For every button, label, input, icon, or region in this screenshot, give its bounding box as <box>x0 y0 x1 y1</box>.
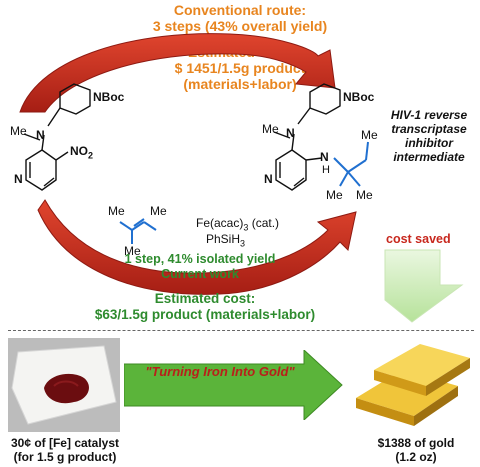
product-ring-n: N <box>264 172 273 186</box>
cost-saved-label: cost saved <box>386 232 451 246</box>
conventional-route-title: Conventional route: <box>173 2 307 18</box>
alkene-me-bottom: Me <box>124 244 141 258</box>
conventional-cost-note: (materials+labor) <box>183 76 297 92</box>
tert-amyl-group <box>333 141 369 187</box>
product-me-left: Me <box>326 188 343 202</box>
product-structure <box>273 83 341 191</box>
current-work-label: Current work <box>161 267 239 281</box>
target-line-1: HIV-1 reverse <box>390 108 468 122</box>
conventional-cost-value: $ 1451/1.5g product <box>174 60 306 76</box>
catalyst-caption-line-1: 30¢ of [Fe] catalyst <box>10 436 120 450</box>
target-description: HIV-1 reverse transcriptase inhibitor in… <box>382 108 476 164</box>
product-nh-h: H <box>322 164 330 176</box>
gold-bars <box>356 344 470 426</box>
section-divider <box>8 330 474 331</box>
reactant-structure <box>23 83 91 191</box>
gold-caption: $1388 of gold (1.2 oz) <box>356 436 476 464</box>
catalyst-label: Fe(acac)3 (cat.) <box>196 216 279 232</box>
target-line-4: intermediate <box>393 150 465 164</box>
silane-subscript: 3 <box>240 238 246 249</box>
conventional-steps: 3 steps (43% overall yield) <box>152 18 328 34</box>
current-yield: 1 step, 41% isolated yield <box>124 252 276 266</box>
slogan-arrow <box>124 350 343 420</box>
nitro-subscript: 2 <box>88 150 94 161</box>
reactant-amine-n: N <box>36 128 45 142</box>
gold-caption-line-1: $1388 of gold <box>377 436 455 450</box>
reactant-boc-label: NBoc <box>93 90 125 104</box>
current-work-arrow <box>37 199 357 295</box>
nitro-group-text: NO <box>70 144 88 158</box>
silane-label: PhSiH3 <box>206 232 245 248</box>
catalyst-subscript: 3 <box>243 222 249 233</box>
catalyst-note: (cat.) <box>251 216 280 230</box>
current-cost-heading: Estimated cost: <box>154 291 256 306</box>
reaction-scheme <box>19 33 464 323</box>
slogan-text: "Turning Iron Into Gold" <box>145 364 295 379</box>
product-me-top: Me <box>361 128 378 142</box>
alkene-me-top-right: Me <box>150 204 167 218</box>
alkene-me-top-left: Me <box>108 204 125 218</box>
product-boc-label: NBoc <box>343 90 375 104</box>
product-me-right: Me <box>356 188 373 202</box>
gold-caption-line-2: (1.2 oz) <box>395 450 437 464</box>
catalyst-photo <box>8 338 120 432</box>
cost-saved-arrow <box>384 249 464 323</box>
catalyst-caption-line-2: (for 1.5 g product) <box>13 450 117 464</box>
catalyst-formula: Fe(acac) <box>196 216 244 230</box>
target-line-2: transcriptase <box>391 122 467 136</box>
reactant-nitro-label: NO2 <box>70 144 93 160</box>
catalyst-caption: 30¢ of [Fe] catalyst (for 1.5 g product) <box>0 436 130 464</box>
reactant-methyl-label: Me <box>10 124 27 138</box>
target-line-3: inhibitor <box>405 136 453 150</box>
reactant-ring-n: N <box>14 172 23 186</box>
product-nh-n: N <box>320 150 329 164</box>
current-cost-value: $63/1.5g product (materials+labor) <box>94 307 316 322</box>
silane-formula: PhSiH <box>206 232 241 246</box>
product-methyl-label: Me <box>262 122 279 136</box>
product-amine-n: N <box>286 126 295 140</box>
alkene-reagent <box>119 218 157 244</box>
conventional-arrow <box>19 33 336 113</box>
